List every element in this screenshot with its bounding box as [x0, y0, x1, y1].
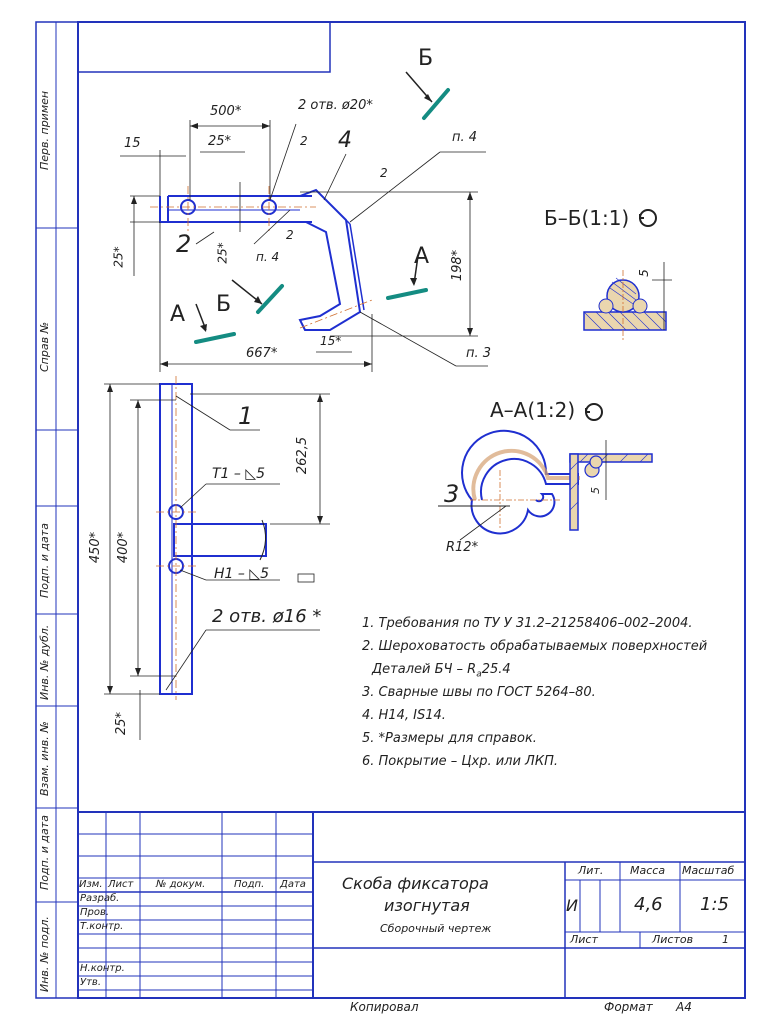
tb-n-kontr: Н.контр.: [80, 963, 125, 974]
dim-2-holes-20: 2 отв. ø20*: [298, 98, 373, 113]
part-label-3: 3: [444, 480, 460, 508]
stamp-vzam-inv: Взам. инв. №: [38, 721, 51, 796]
tb-lit-value: И: [566, 896, 578, 915]
tb-massa-header: Масса: [630, 864, 666, 877]
tb-doc-type: Сборочный чертеж: [380, 922, 492, 935]
part-label-2: 2: [176, 230, 192, 258]
label-p4-top: п. 4: [452, 130, 478, 145]
note-1: 1. Требования по ТУ У 31.2–21258406–002–…: [362, 616, 693, 631]
section-aa: [438, 429, 653, 541]
holes-16: 2 отв. ø16 *: [212, 606, 322, 627]
rotation-icon: [585, 403, 603, 421]
weld-label-2b: 2: [380, 166, 388, 180]
tb-list: Лист: [108, 879, 134, 890]
tb-listov-value: 1: [722, 933, 729, 946]
note-2: 2. Шероховатость обрабатываемых поверхно…: [362, 639, 708, 654]
dim-198: 198*: [450, 249, 466, 282]
tb-masshtab-value: 1:5: [700, 894, 729, 915]
section-mark-A-left: А: [170, 302, 186, 327]
section-aa-dim-5: 5: [589, 487, 602, 494]
side-stamp-frame: [35, 21, 79, 999]
section-bb: [583, 262, 672, 340]
section-mark-B-top: Б: [418, 46, 434, 71]
tb-name-line1: Скоба фиксатора: [342, 874, 489, 893]
sheet-frame: [77, 21, 746, 999]
dim-262-5: 262,5: [295, 436, 311, 475]
title-block-lines: [78, 811, 745, 998]
weld-label-2a: 2: [300, 134, 308, 148]
footer-format-label: Формат: [604, 1000, 653, 1014]
note-6: 6. Покрытие – Цхр. или ЛКП.: [362, 754, 558, 769]
note-2-cont-text: Деталей БЧ – R: [372, 662, 477, 677]
tb-name-line2: изогнутая: [384, 896, 470, 915]
section-aa-title: А–А(1:2): [490, 398, 576, 422]
roughness-value: 25.4: [481, 662, 511, 677]
tb-masshtab-header: Масштаб: [682, 864, 735, 877]
section-bb-dim-5: 5: [636, 269, 651, 277]
dim-500: 500*: [210, 104, 242, 119]
tb-izm: Изм.: [79, 879, 103, 890]
dim-R12: R12*: [446, 540, 479, 555]
stamp-podp-data-1: Подп. и дата: [38, 523, 51, 598]
tb-utv: Утв.: [80, 977, 101, 988]
section-mark-B-left: Б: [216, 292, 232, 317]
side-view-plate: [173, 523, 267, 557]
dim-667: 667*: [246, 346, 278, 361]
tb-prov: Пров.: [80, 907, 110, 918]
tb-listov-label: Листов: [652, 933, 694, 946]
note-3: 3. Сварные швы по ГОСТ 5264–80.: [362, 685, 596, 700]
label-4: 4: [338, 128, 352, 153]
stamp-sprav-no: Справ №: [38, 321, 51, 372]
tb-list-label: Лист: [570, 933, 598, 946]
note-2-cont: Деталей БЧ – Ra25.4: [372, 658, 511, 687]
weld-H1: Н1 – ◺5: [214, 566, 270, 582]
dim-25-mid: 25*: [215, 242, 230, 264]
dim-400: 400*: [116, 531, 132, 564]
stamp-podp-data-2: Подп. и дата: [38, 815, 51, 890]
tb-razrab: Разраб.: [80, 893, 120, 904]
note-4: 4. Н14, IS14.: [362, 708, 446, 723]
tb-massa-value: 4,6: [634, 894, 663, 915]
section-mark-A-right: А: [414, 244, 430, 269]
tb-t-kontr: Т.контр.: [80, 921, 124, 932]
dim-450: 450*: [88, 531, 104, 564]
main-view-bracket: [159, 188, 365, 331]
tb-lit-header: Лит.: [578, 864, 604, 877]
tb-n-dokum: № докум.: [156, 879, 206, 890]
dim-15-lower: 15*: [320, 334, 342, 348]
note-5: 5. *Размеры для справок.: [362, 731, 537, 746]
weld-T1: Т1 – ◺5: [212, 466, 266, 482]
stamp-inv-podl: Инв. № подл.: [38, 916, 51, 992]
section-bb-title: Б–Б(1:1): [544, 206, 630, 230]
stamp-inv-dubl: Инв. № дубл.: [38, 624, 51, 700]
rotation-icon: [639, 209, 657, 227]
roughness-sub: a: [476, 669, 482, 680]
tb-podp: Подп.: [234, 879, 265, 890]
weld-label-2c: 2: [286, 228, 294, 242]
label-p3: п. 3: [466, 346, 492, 361]
tb-data: Дата: [280, 879, 306, 890]
footer-format-value: А4: [676, 1000, 692, 1014]
part-label-1: 1: [238, 402, 254, 430]
label-p4-small: п. 4: [256, 250, 280, 264]
dim-25-bottom: 25*: [114, 711, 130, 736]
stamp-perv-primen: Перв. примен: [38, 90, 51, 170]
dim-15: 15: [124, 136, 141, 151]
top-left-box: [77, 21, 331, 73]
footer-kopiroval: Копировал: [350, 1000, 419, 1014]
dim-25-left: 25*: [111, 246, 126, 268]
dim-25-top: 25*: [208, 134, 232, 149]
